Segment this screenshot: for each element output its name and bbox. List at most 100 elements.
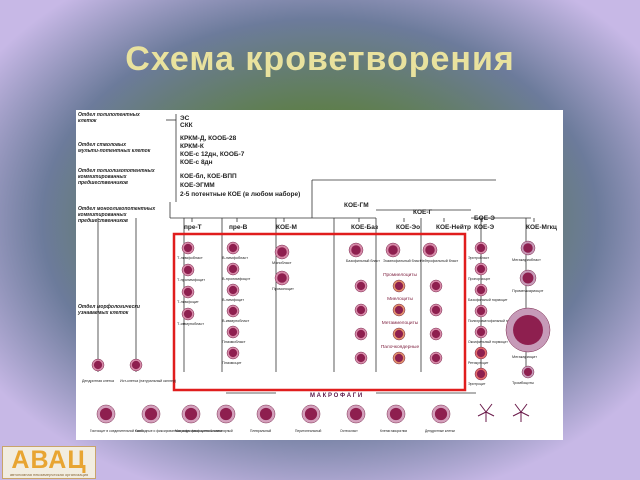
erythro-cell-nucleus — [476, 285, 486, 295]
bottom-left-label: Ист-клетка (натуральный киллер) — [120, 379, 176, 383]
t-cell-label: Т-иммунобласт — [177, 322, 204, 326]
section-label: коммитированных — [78, 212, 127, 218]
t-cell-nucleus — [183, 243, 193, 253]
granulo-stage-label: Палочкоядерные — [381, 344, 420, 350]
macrophage-cell-nucleus — [349, 407, 363, 421]
erythro-cell-label: Пронормоцит — [468, 277, 491, 281]
lineage-header: КОЕ-Мгкц — [526, 224, 557, 231]
lineage-header: пре-Т — [184, 224, 202, 231]
macrophage-cell-nucleus — [434, 407, 448, 421]
bottom-caption: Клетки микроглии — [380, 429, 407, 433]
section-label: клеток — [78, 118, 97, 124]
section-label: Отдел полиолигопотентных — [78, 168, 155, 174]
mono-cell-nucleus — [277, 247, 287, 257]
granulo-cell-nucleus — [431, 305, 441, 315]
granulo-blast-label: Эозинофильный бласт — [383, 259, 421, 263]
t-cell-label: Т-лимфоцит — [177, 300, 199, 304]
b-cell-nucleus — [228, 306, 238, 316]
stem-label: ЭС — [180, 115, 190, 122]
megakaryo-cell-nucleus — [513, 315, 543, 345]
granulo-stage-label: Промиелоциты — [383, 272, 417, 278]
lineage-header: КОЕ-Нейтр — [436, 223, 471, 231]
granulo-cell-nucleus — [356, 281, 366, 291]
section-label: узнаваемых клеток — [77, 310, 129, 316]
lineage-header: КОЕ-Баз — [351, 224, 379, 231]
granulo-stage-label: Метамиелоциты — [382, 320, 419, 326]
erythro-cell-label: Эритроцит — [468, 382, 486, 386]
erythro-cell-nucleus — [476, 369, 486, 379]
b-cell-nucleus — [228, 327, 238, 337]
mono-cell-nucleus — [277, 273, 287, 283]
lineage-header: КОЕ-ГМ — [344, 202, 369, 209]
b-cell-label: В-лимфобласт — [222, 256, 248, 260]
granulo-cell-nucleus — [431, 329, 441, 339]
granulo-blast-nucleus — [388, 245, 398, 255]
bottom-caption: Макрофаг лимфоузла — [175, 429, 209, 433]
lineage-header: КОЕ-Г — [413, 209, 433, 216]
granulo-cell-nucleus — [394, 353, 404, 363]
t-cell-label: Т-пролимфоцит — [177, 278, 205, 282]
b-cell-label: В-иммунобласт — [222, 319, 250, 323]
granulo-cell-nucleus — [431, 353, 441, 363]
bottom-left-label: Дендритная клетка — [82, 379, 114, 383]
multipotent-label: КОЕ-с 8дн — [180, 159, 213, 166]
b-cell-nucleus — [228, 264, 238, 274]
granulo-cell-nucleus — [431, 281, 441, 291]
bottom-caption: Остеокласт — [340, 429, 358, 433]
megakaryo-cell-label: Тромбоциты — [512, 381, 534, 385]
bottom-caption: Плевральный — [250, 429, 271, 433]
highlight-box — [172, 232, 467, 392]
macrophages-label: М А К Р О Ф А Г И — [310, 393, 362, 399]
bottom-caption: Гистиоцит в соединительной ткани — [90, 429, 144, 433]
macrophage-cell-nucleus — [304, 407, 318, 421]
b-cell-nucleus — [228, 243, 238, 253]
megakaryo-cell-nucleus — [523, 243, 533, 253]
macrophage-cell-nucleus — [389, 407, 403, 421]
erythro-cell-label: Полихроматофильный нормоцит — [468, 319, 522, 323]
macrophage-cell-nucleus — [259, 407, 273, 421]
erythro-cell-label: Оксифильный нормоцит — [468, 340, 508, 344]
granulo-cell-nucleus — [394, 305, 404, 315]
mono-cell-label: Промоноцит — [272, 287, 294, 291]
b-cell-label: В-пролимфоцит — [222, 277, 250, 281]
lineage-header: БОЕ-Э — [474, 215, 495, 222]
page-title: Схема кроветворения — [125, 40, 515, 78]
macrophage-cell-nucleus — [144, 407, 158, 421]
granulo-cell-nucleus — [356, 353, 366, 363]
section-label: Отдел полипотентных — [78, 112, 140, 118]
lineage-header: КОЕ-Э — [474, 224, 495, 231]
multipotent-label: КРКМ-Д, КООБ-28 — [180, 135, 237, 142]
granulo-cell-nucleus — [394, 281, 404, 291]
granulo-blast-label: Нейтрофильный бласт — [420, 259, 459, 263]
multipotent-label: КОЕ-с 12дн, КООБ-7 — [180, 151, 245, 158]
t-cell-label: Т-лимфобласт — [177, 256, 203, 260]
megakaryo-cell-label: Промегакариоцит — [512, 289, 544, 293]
logo-subtitle: автономная некоммерческая организация — [9, 472, 89, 477]
dendritic-cell — [477, 403, 495, 422]
lineage-header: КОЕ-Эо — [396, 224, 420, 231]
lineage-header: пре-В — [229, 224, 248, 231]
committed-label: КОЕ-ЭГММ — [180, 182, 215, 189]
committed-label: 2-5 потентные КОЕ (в любом наборе) — [180, 190, 300, 198]
stem-label: СКК — [180, 122, 193, 129]
committed-label: КОЕ-бл, КОЕ-ВПП — [180, 172, 237, 180]
macrophage-cell-nucleus — [219, 407, 233, 421]
granulo-stage-label: Миелоциты — [387, 296, 413, 302]
dendritic-cell — [512, 403, 530, 422]
bottom-caption: Свободные и фиксированные макрофаги кост… — [135, 429, 222, 433]
section-label: коммитированных — [78, 174, 127, 180]
bottom-caption: Дендритные клетки — [425, 429, 455, 433]
granulo-blast-nucleus — [351, 245, 361, 255]
lineage-header: КОЕ-М — [276, 224, 297, 231]
erythro-cell-label: Ретикулоцит — [468, 361, 489, 365]
section-label: мульти-потентных клеток — [78, 148, 151, 154]
bottom-caption: Перитонеальный — [295, 429, 322, 433]
granulo-cell-nucleus — [356, 305, 366, 315]
erythro-cell-nucleus — [476, 306, 486, 316]
megakaryo-cell-label: Мегакариоцит — [512, 355, 537, 359]
megakaryo-cell-nucleus — [523, 367, 533, 377]
erythro-cell-nucleus — [476, 264, 486, 274]
erythro-cell-nucleus — [476, 243, 486, 253]
